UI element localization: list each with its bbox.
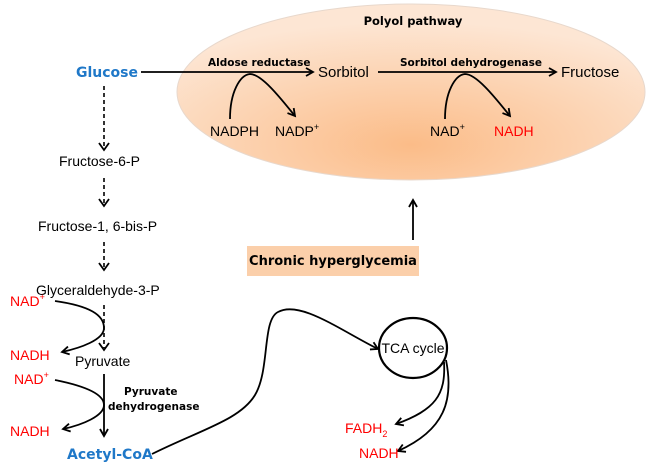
product-nadh: NADH [359, 445, 399, 461]
fadh-text: FADH [345, 420, 382, 436]
subscript-2: 2 [382, 429, 387, 439]
polyol-pathway-title: Polyol pathway [364, 14, 463, 28]
cofactor-nad-plus-2: NAD+ [14, 370, 49, 387]
plus-superscript: + [44, 370, 49, 380]
nadp-text: NADP [275, 123, 314, 139]
metabolite-acetyl-coa: Acetyl-CoA [67, 447, 153, 463]
enzyme-pdh-line2: dehydrogenase [108, 401, 199, 413]
nad-text: NAD [10, 293, 40, 309]
arrow-tca-to-fadh2 [394, 361, 446, 427]
plus-superscript: + [40, 292, 45, 302]
arrowhead [98, 142, 110, 152]
enzyme-pdh-line1: Pyruvate [124, 386, 177, 398]
cofactor-curve-sorbitol-dh [444, 73, 512, 120]
cofactor-curve-pdh [54, 379, 105, 433]
metabolite-sorbitol: Sorbitol [318, 64, 369, 81]
cofactor-nadh-2: NADH [10, 423, 50, 439]
metabolite-fructose-6-p: Fructose-6-P [59, 153, 140, 169]
nad-text: NAD [430, 123, 460, 139]
metabolite-pyruvate: Pyruvate [75, 353, 130, 369]
cofactor-nadp-plus: NADP+ [275, 122, 319, 139]
arrowhead [98, 198, 110, 208]
metabolite-glyceraldehyde-3-p: Glyceraldehyde-3-P [36, 282, 160, 298]
metabolite-fructose-1-6-bis-p: Fructose-1, 6-bis-P [38, 218, 157, 234]
enzyme-aldose-reductase: Aldose reductase [208, 57, 310, 69]
plus-superscript: + [460, 122, 465, 132]
cofactor-nadh-1: NADH [10, 347, 50, 363]
metabolite-glucose: Glucose [76, 65, 138, 81]
cofactor-nad-plus: NAD+ [430, 122, 465, 139]
arrow-tca-to-nadh [396, 359, 450, 453]
arrowhead [98, 342, 110, 352]
product-fadh2: FADH2 [345, 420, 387, 439]
metabolite-fructose: Fructose [561, 64, 619, 81]
cofactor-curve-aldose [229, 73, 297, 120]
cofactor-nad-plus-1: NAD+ [10, 292, 45, 309]
plus-superscript: + [314, 122, 319, 132]
polyol-pathway-ellipse [176, 3, 646, 181]
cofactor-curve-gapdh [54, 300, 105, 356]
enzyme-sorbitol-dehydrogenase: Sorbitol dehydrogenase [400, 57, 542, 69]
tca-cycle-circle [377, 316, 449, 380]
cofactor-nadph: NADPH [210, 123, 259, 139]
chronic-hyperglycemia-box: Chronic hyperglycemia [247, 246, 419, 276]
arrow-acetyl-coa-to-tca [151, 308, 380, 455]
cofactor-nadh-polyol: NADH [494, 123, 534, 139]
tca-cycle-label: TCA cycle [381, 340, 444, 356]
chronic-hyperglycemia-label: Chronic hyperglycemia [249, 253, 417, 269]
nad-text: NAD [14, 371, 44, 387]
arrowhead [98, 262, 110, 272]
